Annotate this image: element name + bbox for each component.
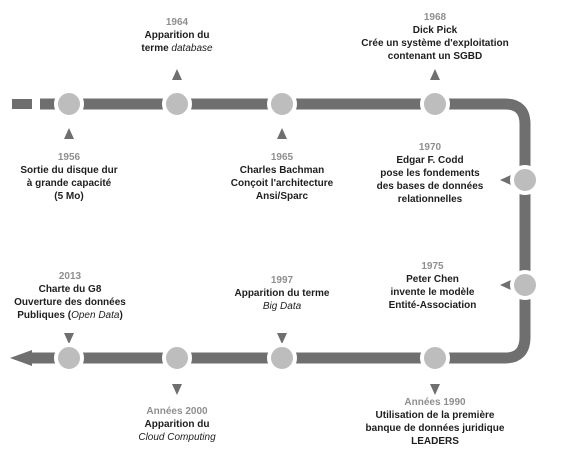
event-year: 1970 [418, 142, 442, 153]
pointer-1970 [500, 175, 511, 185]
event-text-line: Apparition du [144, 30, 210, 41]
event-year: 1965 [270, 152, 294, 163]
pointer-1968 [430, 69, 440, 80]
pointer-1964 [172, 69, 182, 80]
event-text-line: Charte du G8 [38, 284, 102, 295]
node-1990 [420, 343, 450, 373]
event-text-line: des bases de données [376, 181, 484, 192]
event-year: 2013 [58, 271, 82, 282]
pointer-1997 [277, 333, 287, 344]
event-text-line: Crée un système d'exploitation [361, 38, 509, 49]
event-text-line: Big Data [262, 301, 302, 312]
event-text-line: Utilisation de la première [375, 410, 495, 421]
event-text-line: Peter Chen [406, 274, 459, 285]
track-start-stub [12, 99, 32, 109]
event-year: 1956 [57, 152, 81, 163]
pointer-2013 [64, 333, 74, 344]
event-text-line: Dick Pick [412, 25, 458, 36]
event-year: Années 2000 [146, 406, 208, 417]
node-2000 [162, 343, 192, 373]
event-text-line: Cloud Computing [138, 432, 216, 443]
node-2013 [54, 343, 84, 373]
event-text-line: Ansi/Sparc [255, 191, 309, 202]
event-text-line: Charles Bachman [239, 165, 325, 176]
event-text-line: pose les fondements [380, 168, 480, 179]
node-1965 [267, 89, 297, 119]
event-text-line: LEADERS [411, 436, 459, 447]
node-1968 [420, 89, 450, 119]
pointer-1965 [277, 128, 287, 139]
event-text-line: invente le modèle [390, 287, 475, 298]
track-path [30, 98, 531, 364]
event-year: 1997 [270, 275, 294, 286]
event-text-line: Apparition du [144, 419, 210, 430]
node-1964 [162, 89, 192, 119]
event-text-line: Conçoit l'architecture [230, 178, 334, 189]
pointer-2000 [172, 384, 182, 395]
event-text-line: à grande capacité [26, 178, 112, 189]
node-1997 [267, 343, 297, 373]
event-text-line: Publiques (Open Data) [17, 310, 123, 321]
pointer-1990 [430, 384, 440, 395]
event-text-line: (5 Mo) [54, 191, 84, 202]
event-text-line: Apparition du terme [234, 288, 330, 299]
event-text-line: Sortie du disque dur [20, 165, 118, 176]
event-text-line: relationnelles [397, 194, 463, 205]
event-text-line: banque de données juridique [365, 423, 505, 434]
event-year: 1968 [423, 12, 447, 23]
event-text-line: terme database [141, 43, 213, 54]
track-end-arrow [10, 350, 32, 366]
pointer-1956 [64, 128, 74, 139]
node-1970 [510, 165, 540, 195]
event-text-line: Entité-Association [388, 300, 477, 311]
pointer-1975 [500, 280, 511, 290]
event-text-line: Ouverture des données [14, 297, 126, 308]
event-year: Années 1990 [404, 397, 466, 408]
event-text-line: contenant un SGBD [387, 51, 483, 62]
event-year: 1975 [421, 261, 444, 272]
event-text-line: Edgar F. Codd [396, 155, 464, 166]
node-1975 [510, 270, 540, 300]
event-year: 1964 [165, 17, 189, 28]
node-1956 [54, 89, 84, 119]
